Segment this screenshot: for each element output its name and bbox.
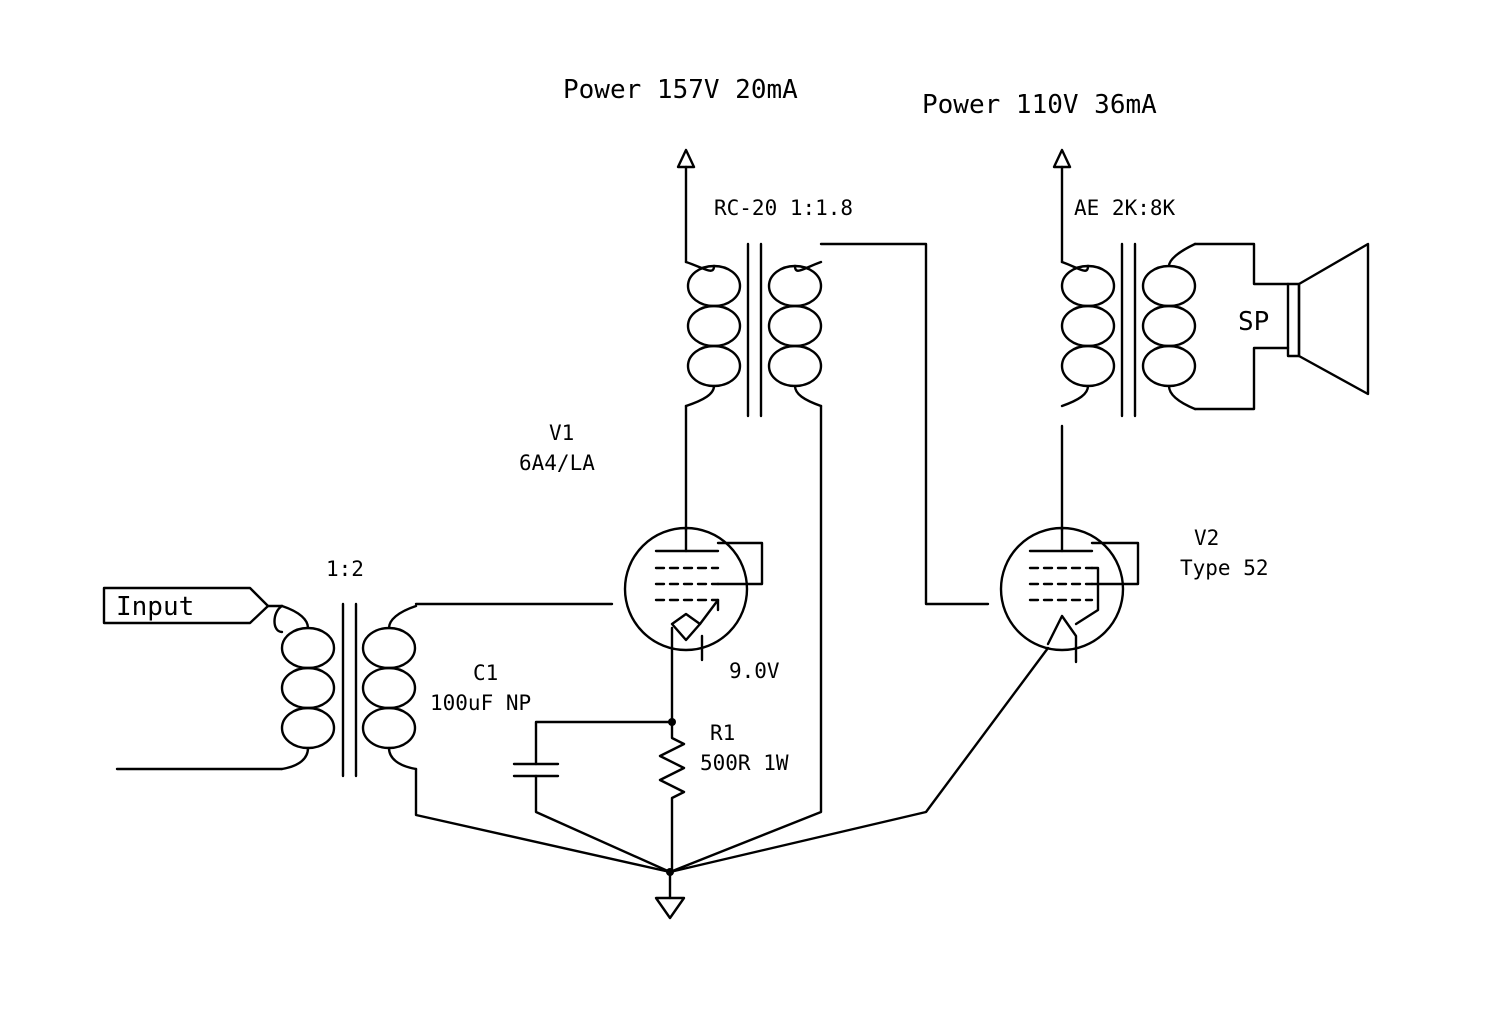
- interstage-ground-wire: [668, 404, 823, 874]
- input-transformer-ratio: 1:2: [326, 557, 364, 581]
- r1-value-label: 500R 1W: [700, 751, 789, 775]
- input-ground-wire: [414, 767, 672, 874]
- v2-grid-wire: [819, 242, 990, 606]
- supply-arrow-right: [1052, 148, 1072, 264]
- c1-value-label: 100uF NP: [430, 691, 531, 715]
- r1-ref-label: R1: [710, 721, 735, 745]
- interstage-transformer-label: RC-20 1:1.8: [714, 196, 853, 220]
- supply-arrow-left: [676, 148, 696, 264]
- v1-ref-label: V1: [549, 421, 574, 445]
- v2-ground-wire: [668, 646, 1050, 874]
- input-port-label: Input: [116, 592, 194, 622]
- output-transformer: AE 2K:8K: [1060, 196, 1197, 418]
- v2-type-label: Type 52: [1180, 556, 1269, 580]
- power-label-right: Power 110V 36mA: [922, 90, 1157, 120]
- tube-v2: V2 Type 52: [999, 526, 1269, 664]
- output-transformer-label: AE 2K:8K: [1074, 196, 1176, 220]
- resistor-r1: R1 500R 1W: [658, 720, 789, 874]
- speaker-wire-bottom: [1193, 346, 1290, 411]
- speaker: SP: [1238, 242, 1370, 396]
- tube-v1: V1 6A4/LA: [519, 421, 764, 662]
- speaker-label: SP: [1238, 307, 1269, 337]
- c1-ref-label: C1: [473, 661, 498, 685]
- capacitor-c1: C1 100uF NP: [430, 661, 674, 874]
- cathode-voltage-label: 9.0V: [729, 659, 780, 683]
- power-label-left: Power 157V 20mA: [563, 75, 798, 105]
- interstage-transformer: RC-20 1:1.8: [684, 196, 853, 418]
- input-port: Input: [102, 586, 284, 625]
- speaker-wire-top: [1193, 242, 1290, 286]
- ground-symbol: [654, 870, 686, 920]
- v2-ref-label: V2: [1194, 526, 1219, 550]
- v1-type-label: 6A4/LA: [519, 451, 595, 475]
- input-transformer: 1:2: [273, 557, 418, 778]
